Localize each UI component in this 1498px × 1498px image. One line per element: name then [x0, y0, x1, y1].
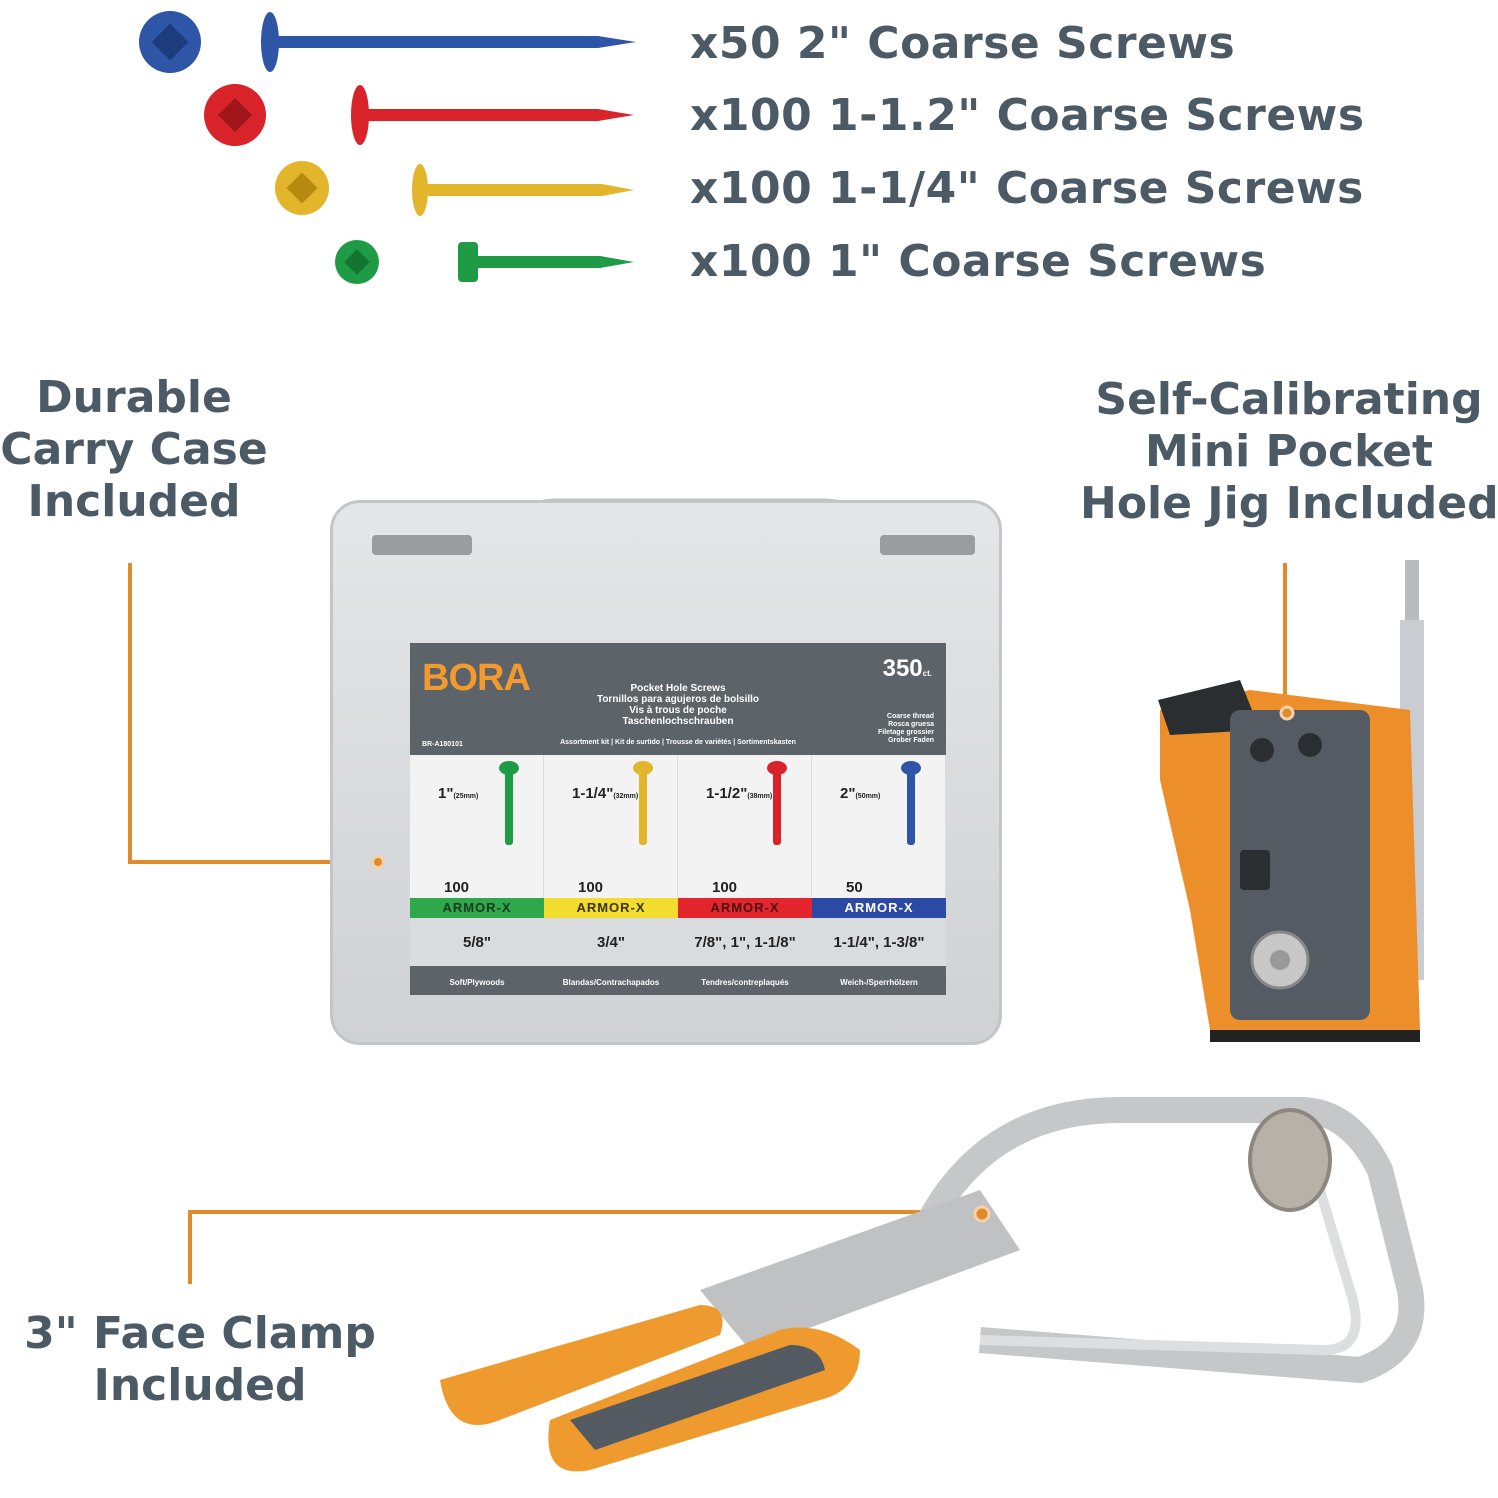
- size-mm: (50mm): [855, 793, 881, 800]
- screw-icon: [901, 761, 921, 845]
- wood-type: Weich-/Sperrhölzern: [840, 978, 918, 987]
- wood-thickness: 5/8" 3/4" 7/8", 1", 1-1/8" 1-1/4", 1-3/8…: [410, 918, 946, 966]
- screw-1-1-2in: [204, 84, 634, 146]
- caption-line: Included: [27, 476, 241, 527]
- screw-1in: [335, 240, 634, 284]
- wood-type-footer: Soft/Plywoods Blandas/Contrachapados Ten…: [410, 966, 946, 995]
- case-leader-line: [128, 860, 378, 864]
- thread-line: Filetage grossier: [877, 729, 934, 736]
- count-unit: ct.: [922, 669, 932, 678]
- size-mm: (38mm): [747, 793, 773, 800]
- caption-line: Hole Jig Included: [1080, 478, 1498, 529]
- caption-line: Carry Case: [0, 424, 268, 475]
- piece-count: 350ct.: [883, 655, 932, 683]
- thickness: 1-1/4", 1-3/8": [833, 934, 925, 951]
- size-mm: (25mm): [453, 793, 479, 800]
- clamp-leader-line: [188, 1210, 192, 1284]
- case-caption: Durable Carry Case Included: [0, 372, 268, 528]
- thickness: 5/8": [463, 934, 491, 951]
- thickness: 3/4": [597, 934, 625, 951]
- caption-line: Self-Calibrating: [1095, 374, 1483, 425]
- wood-type: Tendres/contreplaqués: [701, 978, 789, 987]
- case-hinge: [372, 535, 472, 555]
- label-column: 1-1/4"(32mm) 100: [544, 755, 678, 900]
- wood-type: Soft/Plywoods: [449, 978, 505, 987]
- column-count: 50: [846, 879, 863, 896]
- product-label: BORA 350ct. Pocket Hole Screws Tornillos…: [410, 643, 946, 995]
- label-subtitle: Assortment kit | Kit de surtido | Trouss…: [560, 739, 796, 746]
- thread-line: Grober Faden: [888, 737, 934, 744]
- title-line: Pocket Hole Screws: [630, 683, 726, 694]
- column-count: 100: [578, 879, 604, 896]
- case-leader-line: [128, 563, 132, 863]
- size-mm: (32mm): [613, 793, 639, 800]
- label-column: 1"(25mm) 100: [410, 755, 544, 900]
- bora-logo: BORA: [422, 657, 531, 699]
- screw-icon: [499, 761, 519, 845]
- caption-line: 3" Face Clamp: [24, 1308, 376, 1359]
- thickness: 7/8", 1", 1-1/8": [694, 934, 796, 951]
- size: 1-1/4": [572, 785, 614, 802]
- jig-leader-line: [1283, 563, 1287, 713]
- screw-illustrations: [139, 11, 636, 284]
- armor-x-band: ARMOR-X: [678, 898, 812, 918]
- column-count: 100: [444, 879, 470, 896]
- screw-label-1-1-4in: x100 1-1/4" Coarse Screws: [690, 163, 1364, 214]
- armor-x-band: ARMOR-X: [812, 898, 946, 918]
- thread-type: Coarse thread Rosca gruesa Filetage gros…: [878, 713, 934, 745]
- pocket-hole-jig: [1158, 560, 1424, 1042]
- title-line: Vis à trous de poche: [629, 705, 727, 716]
- thread-line: Coarse thread: [886, 713, 934, 720]
- label-column: 2"(50mm) 50: [812, 755, 946, 900]
- size: 2": [840, 785, 856, 802]
- caption-line: Included: [93, 1360, 307, 1411]
- screw-label-1-1-2in: x100 1-1.2" Coarse Screws: [690, 90, 1365, 141]
- case-leader-dot: [371, 855, 385, 869]
- armor-x-bands: ARMOR-X ARMOR-X ARMOR-X ARMOR-X: [410, 898, 946, 918]
- column-count: 100: [712, 879, 738, 896]
- label-titles: Pocket Hole Screws Tornillos para agujer…: [410, 683, 946, 727]
- screw-label-2in: x50 2" Coarse Screws: [690, 18, 1236, 69]
- caption-line: Mini Pocket: [1144, 426, 1434, 477]
- caption-line: Durable: [36, 372, 232, 423]
- title-line: Taschenlochschrauben: [622, 716, 734, 727]
- screw-1-1-4in: [275, 161, 634, 216]
- screw-icon: [767, 761, 787, 845]
- count-value: 350: [882, 655, 923, 682]
- clamp-leader-line: [188, 1210, 982, 1214]
- jig-caption: Self-Calibrating Mini Pocket Hole Jig In…: [1080, 374, 1498, 530]
- screw-label-1in: x100 1" Coarse Screws: [690, 236, 1267, 287]
- screw-icon: [633, 761, 653, 845]
- size: 1": [438, 785, 454, 802]
- sku: BR-A180101: [422, 741, 463, 748]
- thread-line: Rosca gruesa: [888, 721, 934, 728]
- title-line: Tornillos para agujeros de bolsillo: [596, 694, 760, 705]
- label-columns: 1"(25mm) 100 1-1/4"(32mm) 100 1-1/2"(38mm)…: [410, 755, 946, 900]
- size: 1-1/2": [706, 785, 748, 802]
- armor-x-band: ARMOR-X: [410, 898, 544, 918]
- label-column: 1-1/2"(38mm) 100: [678, 755, 812, 900]
- clamp-caption: 3" Face Clamp Included: [20, 1308, 380, 1412]
- case-hinge: [880, 535, 975, 555]
- screw-2in: [139, 11, 636, 73]
- face-clamp: [440, 1097, 1425, 1472]
- armor-x-band: ARMOR-X: [544, 898, 678, 918]
- wood-type: Blandas/Contrachapados: [562, 978, 660, 987]
